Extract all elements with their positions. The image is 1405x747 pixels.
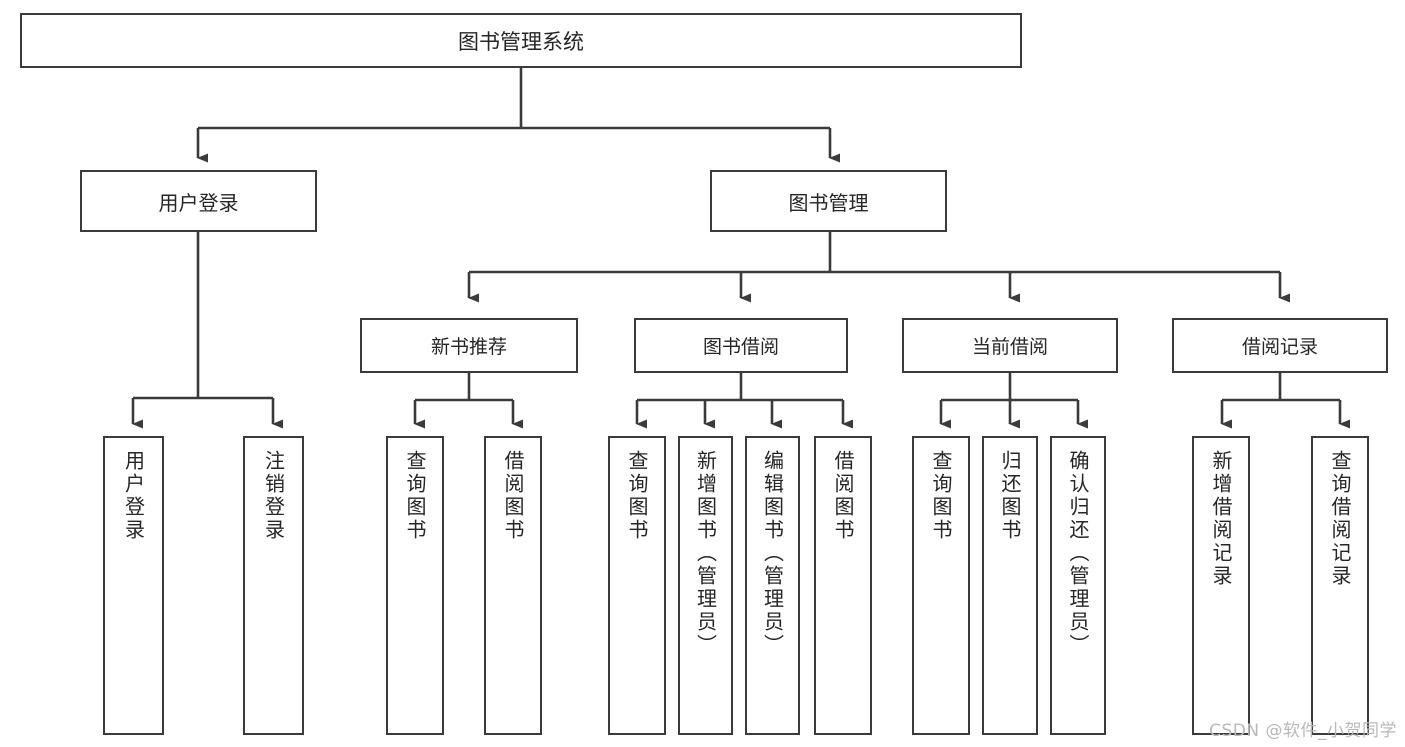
node-book-management-label: 图书管理 [788, 190, 869, 215]
node-current-borrow-label: 当前借阅 [971, 336, 1048, 358]
csdn-watermark: CSDN @软件_小贺同学 [1209, 721, 1397, 741]
leaf-query-book-current-label: 查询图书 [929, 450, 953, 542]
leaf-query-borrow-record-label: 查询借阅记录 [1328, 450, 1352, 588]
leaf-return-book-label: 归还图书 [998, 450, 1022, 542]
leaf-borrow-book-label: 借阅图书 [831, 450, 855, 542]
leaf-query-book-borrow-label: 查询图书 [625, 450, 649, 542]
leaf-add-book-admin[interactable]: 新增图书（管理员） [678, 436, 733, 735]
leaf-borrow-book-recommend[interactable]: 借阅图书 [484, 436, 542, 735]
node-book-management[interactable]: 图书管理 [710, 170, 947, 232]
leaf-user-login[interactable]: 用户登录 [103, 436, 164, 735]
node-root-label: 图书管理系统 [458, 29, 584, 54]
leaf-logout[interactable]: 注销登录 [243, 436, 304, 735]
leaf-borrow-book[interactable]: 借阅图书 [814, 436, 872, 735]
leaf-add-book-admin-label: 新增图书（管理员） [693, 450, 718, 657]
node-user-login[interactable]: 用户登录 [80, 170, 317, 232]
node-new-book-recommend-label: 新书推荐 [430, 336, 507, 358]
leaf-edit-book-admin-label: 编辑图书（管理员） [760, 450, 785, 657]
node-current-borrow[interactable]: 当前借阅 [902, 318, 1118, 373]
leaf-add-borrow-record-label: 新增借阅记录 [1209, 450, 1233, 588]
node-book-borrow[interactable]: 图书借阅 [634, 318, 848, 373]
leaf-query-book-borrow[interactable]: 查询图书 [608, 436, 666, 735]
node-root-system[interactable]: 图书管理系统 [20, 13, 1022, 68]
node-borrow-records-label: 借阅记录 [1241, 336, 1318, 358]
leaf-return-book[interactable]: 归还图书 [982, 436, 1038, 735]
leaf-query-book-current[interactable]: 查询图书 [912, 436, 970, 735]
leaf-borrow-book-recommend-label: 借阅图书 [501, 450, 525, 542]
node-borrow-records[interactable]: 借阅记录 [1172, 318, 1388, 373]
leaf-query-book-recommend[interactable]: 查询图书 [386, 436, 444, 735]
leaf-add-borrow-record[interactable]: 新增借阅记录 [1192, 436, 1250, 735]
leaf-logout-label: 注销登录 [261, 450, 286, 542]
leaf-edit-book-admin[interactable]: 编辑图书（管理员） [745, 436, 800, 735]
node-user-login-label: 用户登录 [158, 190, 239, 215]
node-new-book-recommend[interactable]: 新书推荐 [360, 318, 578, 373]
leaf-confirm-return-admin-label: 确认归还（管理员） [1066, 450, 1090, 657]
leaf-user-login-label: 用户登录 [121, 450, 146, 542]
node-book-borrow-label: 图书借阅 [702, 336, 779, 358]
leaf-confirm-return-admin[interactable]: 确认归还（管理员） [1050, 436, 1106, 735]
leaf-query-book-recommend-label: 查询图书 [403, 450, 427, 542]
leaf-query-borrow-record[interactable]: 查询借阅记录 [1311, 436, 1369, 735]
